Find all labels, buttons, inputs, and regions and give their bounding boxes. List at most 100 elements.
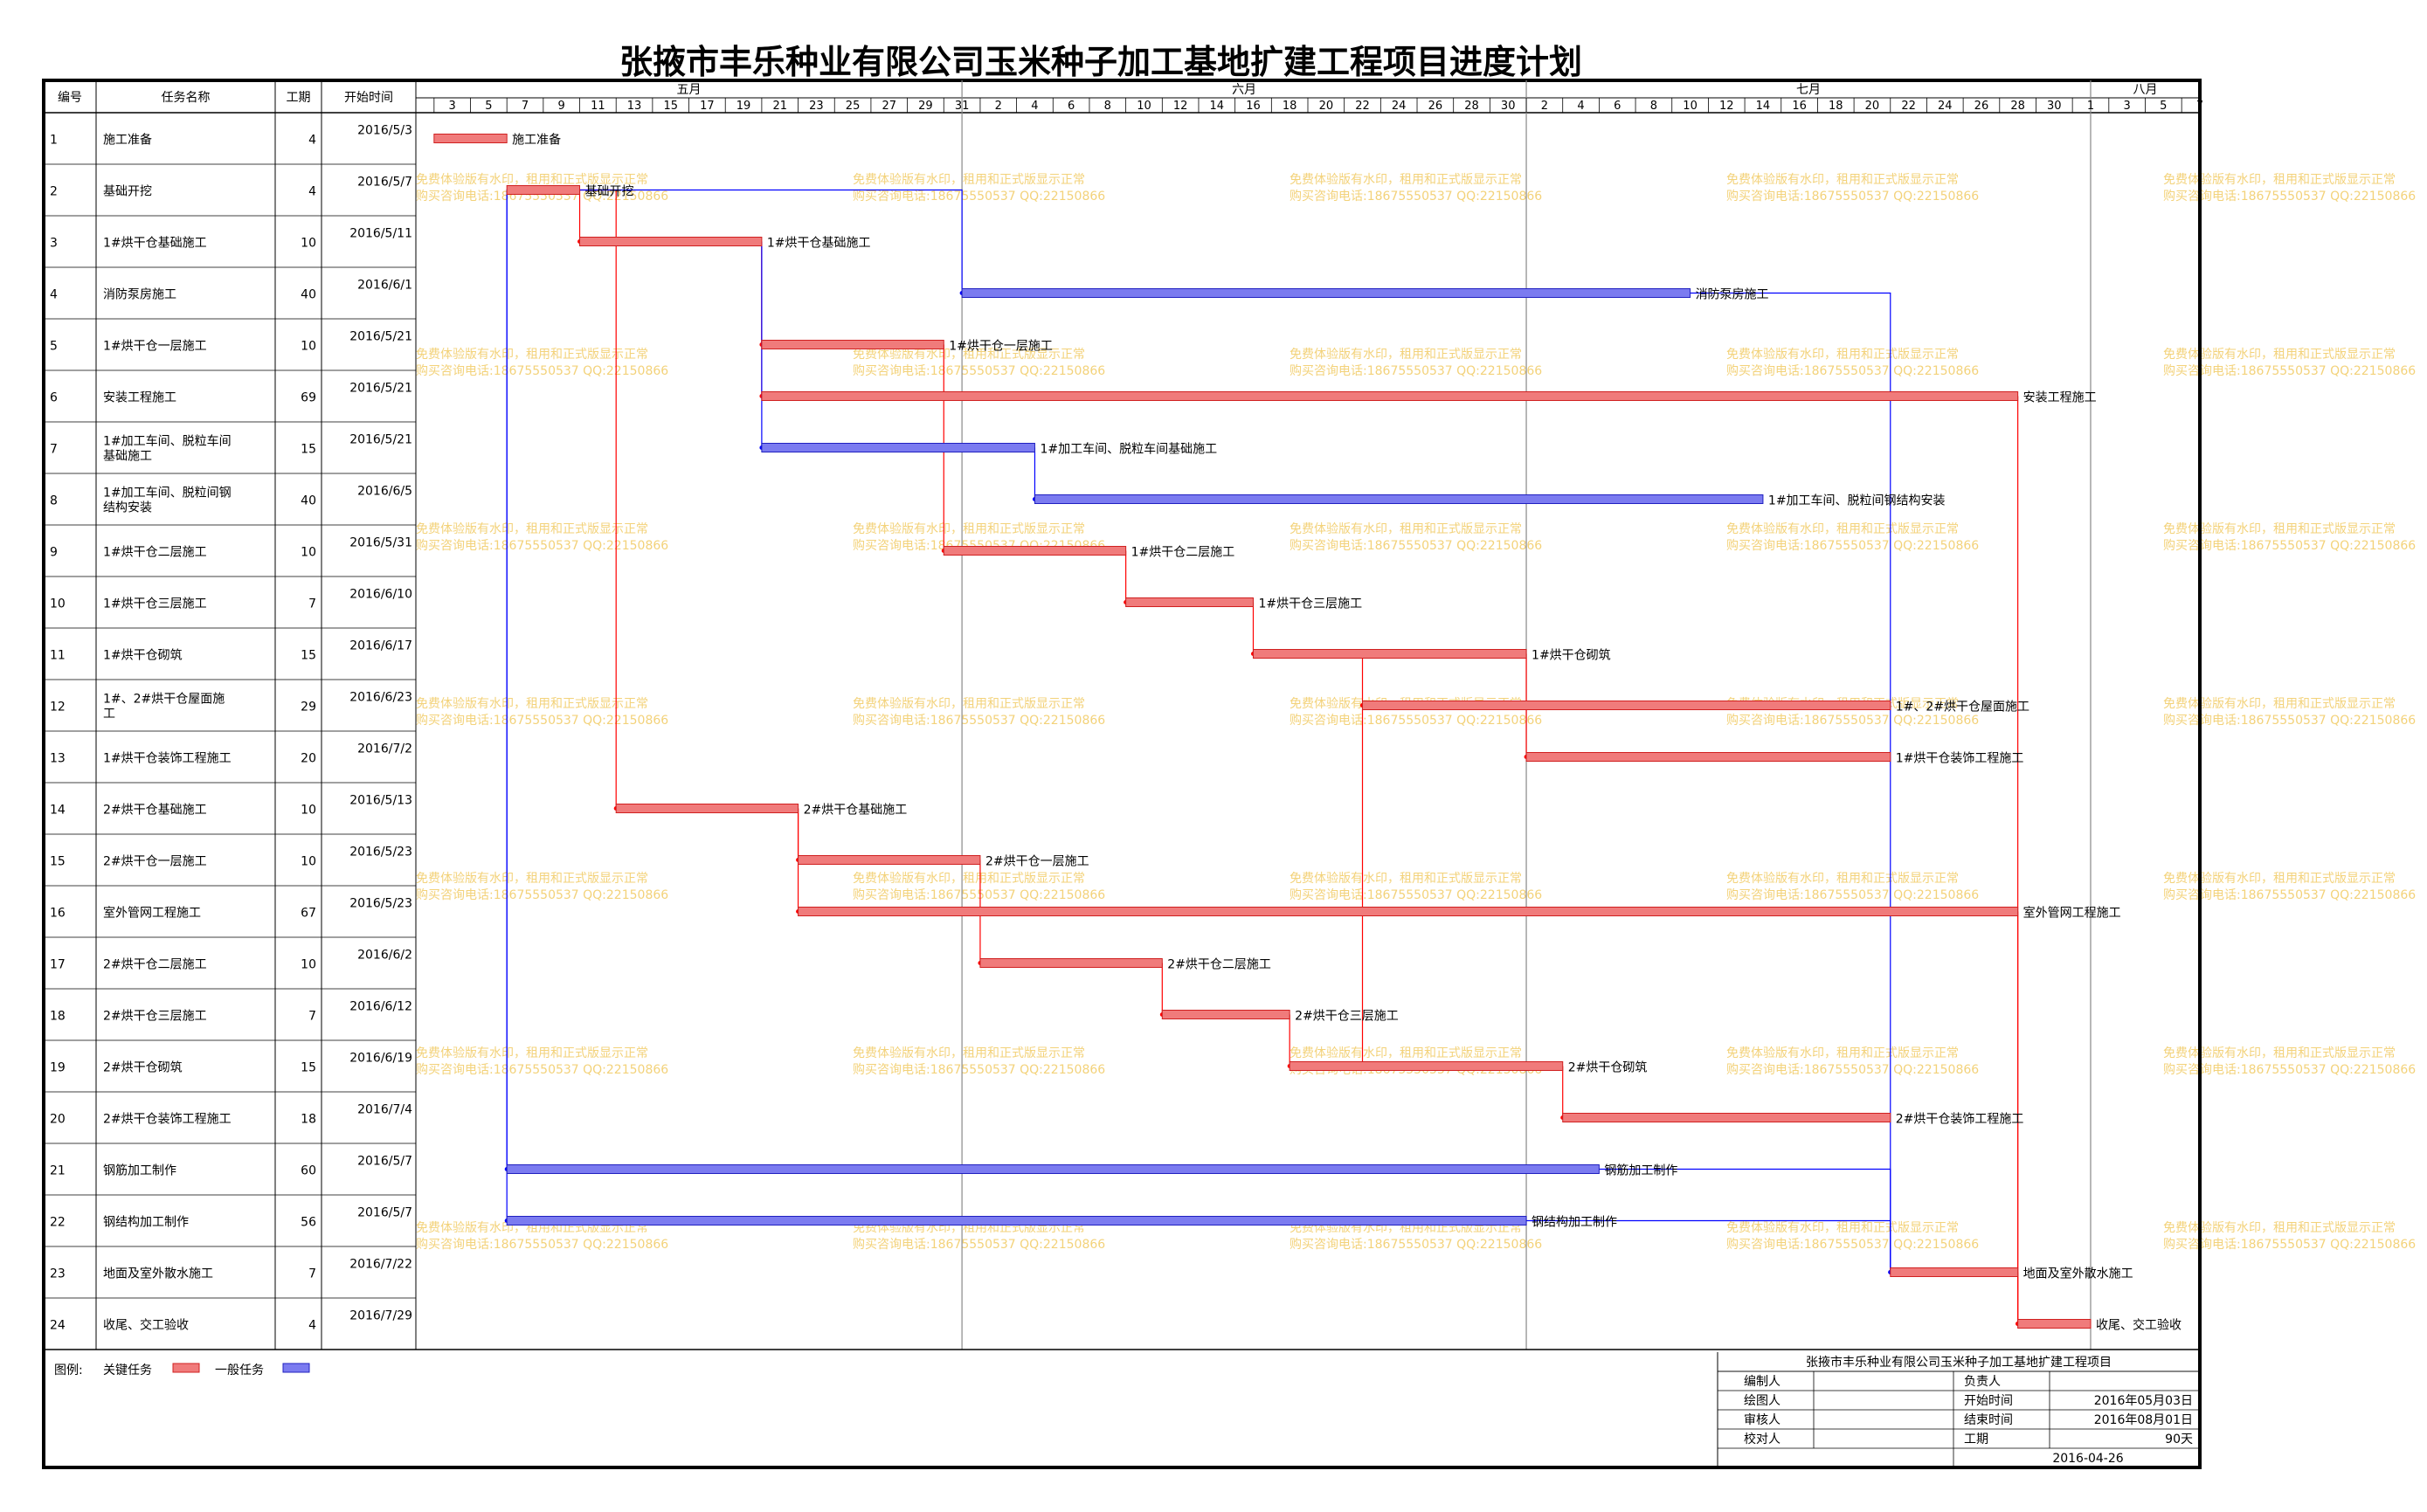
- task-start-date: 2016/7/22: [349, 1258, 412, 1272]
- day-tick-label: 3: [2124, 100, 2131, 113]
- task-name: 2#烘干仓砌筑: [103, 1061, 183, 1075]
- task-name: 收尾、交工验收: [103, 1318, 189, 1333]
- task-bar: [798, 855, 981, 865]
- day-tick-label: 4: [1031, 100, 1038, 113]
- watermark-line2: 购买咨询电话:18675550537 QQ:22150866: [2163, 888, 2416, 902]
- watermark-line2: 购买咨询电话:18675550537 QQ:22150866: [416, 1238, 668, 1252]
- task-id: 13: [50, 752, 66, 766]
- legend-general-label: 一般任务: [215, 1364, 264, 1377]
- dependency-link: [1526, 1219, 1891, 1273]
- watermark-line1: 免费体验版有水印，租用和正式版显示正常: [853, 348, 1085, 362]
- watermark-line2: 购买咨询电话:18675550537 QQ:22150866: [1290, 539, 1542, 553]
- day-tick-label: 1: [2087, 100, 2094, 113]
- task-bar-label: 2#烘干仓三层施工: [1295, 1010, 1399, 1024]
- task-start-date: 2016/5/11: [349, 227, 412, 241]
- dependency-link: [506, 189, 580, 1170]
- task-bar-label: 室外管网工程施工: [2023, 906, 2121, 921]
- watermark-line2: 购买咨询电话:18675550537 QQ:22150866: [2163, 539, 2416, 553]
- info-cell: 编制人: [1744, 1375, 1780, 1389]
- task-duration: 15: [301, 1061, 316, 1075]
- watermark-line1: 免费体验版有水印，租用和正式版显示正常: [1726, 872, 1959, 886]
- watermark-line2: 购买咨询电话:18675550537 QQ:22150866: [416, 714, 668, 728]
- task-name: 钢筋加工制作: [103, 1163, 176, 1178]
- task-bar: [798, 907, 2019, 916]
- task-bar-label: 2#烘干仓砌筑: [1568, 1061, 1648, 1075]
- watermark-line1: 免费体验版有水印，租用和正式版显示正常: [416, 522, 648, 536]
- task-duration: 20: [301, 752, 316, 766]
- task-start-date: 2016/6/1: [357, 279, 412, 293]
- task-id: 5: [50, 340, 58, 354]
- task-bar-label: 1#烘干仓二层施工: [1131, 546, 1235, 560]
- watermark-line2: 购买咨询电话:18675550537 QQ:22150866: [2163, 1063, 2416, 1077]
- day-tick-label: 28: [2010, 100, 2025, 113]
- column-header: 工期: [287, 91, 311, 105]
- task-name: 2#烘干仓三层施工: [103, 1010, 207, 1024]
- task-bar-label: 钢结构加工制作: [1532, 1216, 1617, 1230]
- task-duration: 56: [301, 1216, 316, 1230]
- watermark-line2: 购买咨询电话:18675550537 QQ:22150866: [416, 190, 668, 204]
- task-bar: [433, 134, 508, 143]
- task-id: 21: [50, 1164, 66, 1178]
- watermark-line2: 购买咨询电话:18675550537 QQ:22150866: [416, 888, 668, 902]
- info-cell: 开始时间: [1964, 1394, 2013, 1408]
- column-header: 编号: [58, 91, 82, 105]
- task-start-date: 2016/5/21: [349, 330, 412, 344]
- day-tick-label: 17: [700, 100, 715, 113]
- watermark-line2: 购买咨询电话:18675550537 QQ:22150866: [416, 539, 668, 553]
- day-tick-label: 15: [663, 100, 678, 113]
- task-duration: 29: [301, 701, 316, 715]
- task-start-date: 2016/5/31: [349, 536, 412, 550]
- day-tick-label: 6: [1068, 100, 1075, 113]
- watermark-line2: 购买咨询电话:18675550537 QQ:22150866: [1726, 1238, 1979, 1252]
- task-name: 地面及室外散水施工: [103, 1267, 213, 1281]
- day-tick-label: 2: [995, 100, 1002, 113]
- task-id: 20: [50, 1113, 66, 1127]
- month-label: 七月: [1796, 83, 1821, 97]
- task-name: 1#烘干仓三层施工: [103, 597, 207, 611]
- day-tick-label: 5: [2160, 100, 2167, 113]
- day-tick-label: 10: [1683, 100, 1698, 113]
- task-name: 室外管网工程施工: [103, 906, 201, 921]
- day-tick-label: 16: [1246, 100, 1261, 113]
- watermark-line1: 免费体验版有水印，租用和正式版显示正常: [853, 173, 1085, 187]
- day-tick-label: 6: [1614, 100, 1621, 113]
- day-tick-label: 18: [1829, 100, 1843, 113]
- task-name: 安装工程施工: [103, 391, 176, 405]
- month-label: 六月: [1232, 83, 1256, 97]
- task-bar: [1362, 701, 1891, 710]
- task-id: 1: [50, 134, 58, 148]
- watermark-line2: 购买咨询电话:18675550537 QQ:22150866: [853, 714, 1105, 728]
- task-bar-label: 安装工程施工: [2023, 391, 2097, 405]
- watermark-line2: 购买咨询电话:18675550537 QQ:22150866: [1726, 888, 1979, 902]
- day-tick-label: 8: [1650, 100, 1657, 113]
- watermark-line2: 购买咨询电话:18675550537 QQ:22150866: [1726, 190, 1979, 204]
- day-tick-label: 31: [955, 100, 970, 113]
- task-bar: [615, 804, 799, 813]
- task-bar: [506, 185, 581, 195]
- task-start-date: 2016/6/10: [349, 588, 412, 602]
- info-cell: 2016年08月01日: [2094, 1413, 2193, 1427]
- task-duration: 18: [301, 1113, 316, 1127]
- watermark-line1: 免费体验版有水印，租用和正式版显示正常: [416, 173, 648, 187]
- task-start-date: 2016/6/23: [349, 691, 412, 705]
- task-id: 11: [50, 649, 66, 663]
- task-duration: 10: [301, 804, 316, 818]
- legend-label: 图例:: [54, 1364, 83, 1377]
- watermark-line1: 免费体验版有水印，租用和正式版显示正常: [1726, 173, 1959, 187]
- chart-title: 张掖市丰乐种业有限公司玉米种子加工基地扩建工程项目进度计划: [619, 42, 1582, 81]
- day-tick-label: 13: [627, 100, 642, 113]
- task-start-date: 2016/6/17: [349, 639, 412, 653]
- task-start-date: 2016/7/29: [349, 1309, 412, 1323]
- task-start-date: 2016/5/21: [349, 433, 412, 447]
- watermark-line1: 免费体验版有水印，租用和正式版显示正常: [416, 872, 648, 886]
- task-bar-label: 钢筋加工制作: [1604, 1163, 1677, 1178]
- day-tick-label: 9: [558, 100, 565, 113]
- task-bar-label: 1#烘干仓砌筑: [1532, 649, 1611, 663]
- task-start-date: 2016/5/21: [349, 382, 412, 396]
- task-bar-label: 施工准备: [512, 133, 561, 148]
- task-name: 2#烘干仓二层施工: [103, 958, 207, 972]
- task-duration: 69: [301, 391, 316, 405]
- day-tick-label: 12: [1173, 100, 1188, 113]
- watermark-line1: 免费体验版有水印，租用和正式版显示正常: [1290, 872, 1522, 886]
- info-cell: 工期: [1964, 1433, 1988, 1446]
